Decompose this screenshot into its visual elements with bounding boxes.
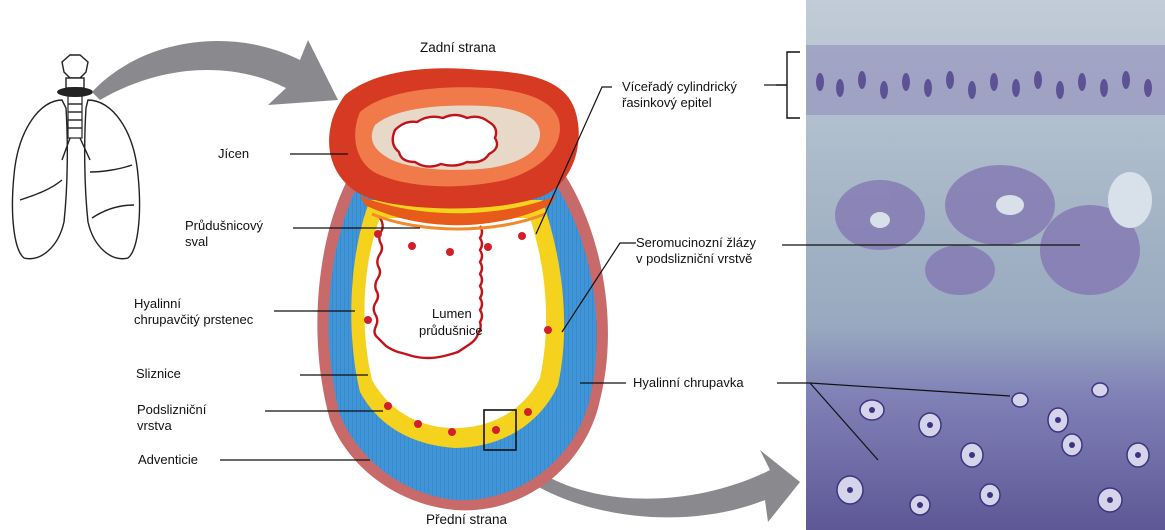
label-prudusnicovy-sval-1: Průdušnicový	[185, 218, 264, 233]
curved-arrow-top-icon	[92, 40, 338, 105]
label-sliznice: Sliznice	[136, 366, 181, 381]
label-epitel-2: řasinkový epitel	[622, 95, 712, 110]
label-podslizn-2: vrstva	[137, 418, 172, 433]
label-lumen-2: průdušnice	[419, 323, 483, 338]
label-hyalinni-chrupavka: Hyalinní chrupavka	[633, 375, 744, 390]
histology-micrograph	[806, 0, 1165, 530]
label-predni-strana: Přední strana	[426, 512, 508, 527]
epithelium-bracket	[776, 52, 800, 118]
label-hyalinni-prstenec-1: Hyalinní	[134, 296, 181, 311]
label-podslizn-1: Podslizniční	[137, 402, 207, 417]
section-marker-icon	[57, 87, 93, 97]
label-zlazy-2: v podslizniční vrstvě	[636, 251, 752, 266]
label-epitel-1: Víceřadý cylindrický	[622, 79, 737, 94]
label-jicen: Jícen	[218, 146, 249, 161]
label-adventicie: Adventicie	[138, 452, 198, 467]
label-zadni-strana: Zadní strana	[420, 40, 496, 55]
label-lumen-1: Lumen	[432, 306, 472, 321]
trachea-cross-section	[317, 68, 608, 510]
label-prudusnicovy-sval-2: sval	[185, 234, 208, 249]
label-zlazy-1: Seromucinozní žlázy	[636, 235, 756, 250]
label-hyalinni-prstenec-2: chrupavčitý prstenec	[134, 312, 254, 327]
